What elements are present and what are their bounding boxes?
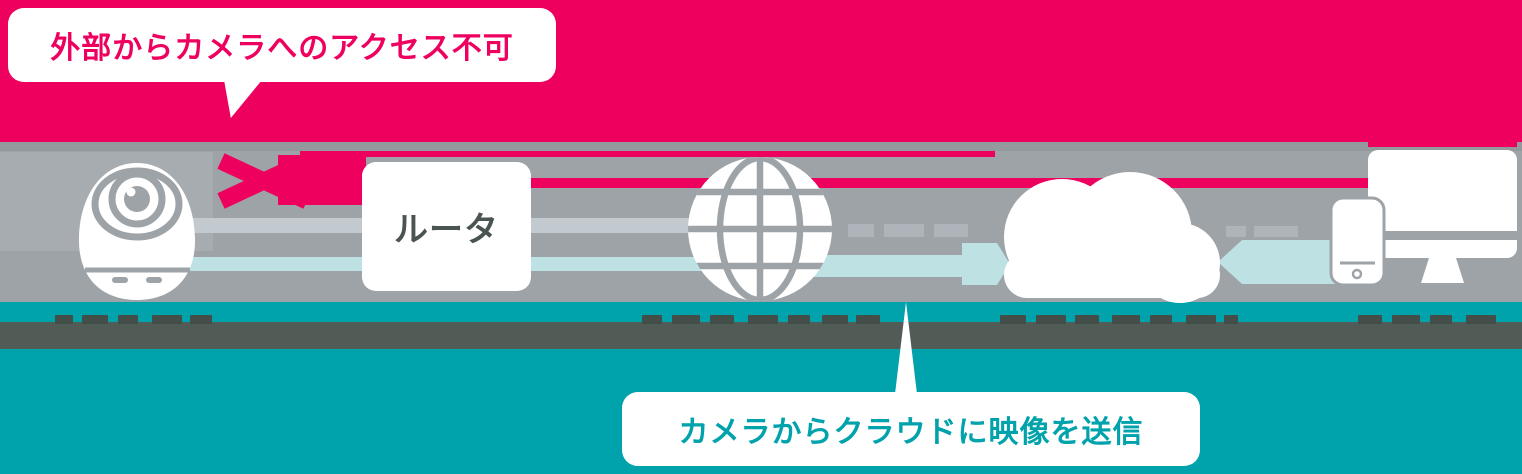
obscured-label-mark — [1466, 315, 1496, 324]
cloud-icon — [1004, 172, 1220, 303]
obscured-label-mark — [1430, 315, 1452, 324]
obscured-label-mark — [82, 315, 108, 324]
bottom-callout-text: カメラからクラウドに映像を送信 — [678, 416, 1144, 449]
obscured-label-mark — [1358, 315, 1382, 324]
obscured-label-mark — [788, 315, 810, 324]
obscured-label-mark — [1392, 315, 1420, 324]
top-callout-text: 外部からカメラへのアクセス不可 — [50, 32, 514, 65]
obscured-label-mark — [190, 315, 212, 324]
top-callout: 外部からカメラへのアクセス不可 — [8, 8, 556, 82]
obscured-label-mark — [672, 315, 700, 324]
obscured-label-mark — [822, 315, 848, 324]
obscured-label-mark — [1036, 315, 1066, 324]
obscured-label-mark — [856, 315, 880, 324]
router-label: ルータ — [394, 211, 499, 249]
desktop-monitor-icon — [1368, 150, 1517, 283]
obscured-label-mark — [1186, 315, 1216, 324]
obscured-label-mark — [748, 315, 778, 324]
bottom-callout: カメラからクラウドに映像を送信 — [622, 392, 1200, 466]
obscured-label-mark — [1075, 315, 1099, 324]
blocked-x-icon — [217, 153, 366, 209]
device-to-cloud-arrow-icon — [1218, 240, 1336, 284]
obscured-label-mark — [118, 315, 138, 324]
obscured-label-mark — [710, 315, 734, 324]
obscured-label-band — [0, 322, 1522, 349]
internet-globe-icon — [688, 157, 832, 301]
obscured-label-mark — [1224, 315, 1238, 324]
obscured-label-mark — [152, 315, 182, 324]
router-box: ルータ — [362, 162, 531, 291]
smartphone-icon — [1329, 196, 1386, 287]
band-boundary-line — [0, 142, 1522, 151]
blocked-access-line — [300, 142, 1517, 188]
obscured-label-mark — [1000, 315, 1026, 324]
obscured-label-mark — [642, 315, 662, 324]
obscured-label-mark — [55, 315, 73, 324]
security-camera-icon — [78, 163, 196, 300]
obscured-label-mark — [1112, 315, 1140, 324]
obscured-label-mark — [1150, 315, 1172, 324]
